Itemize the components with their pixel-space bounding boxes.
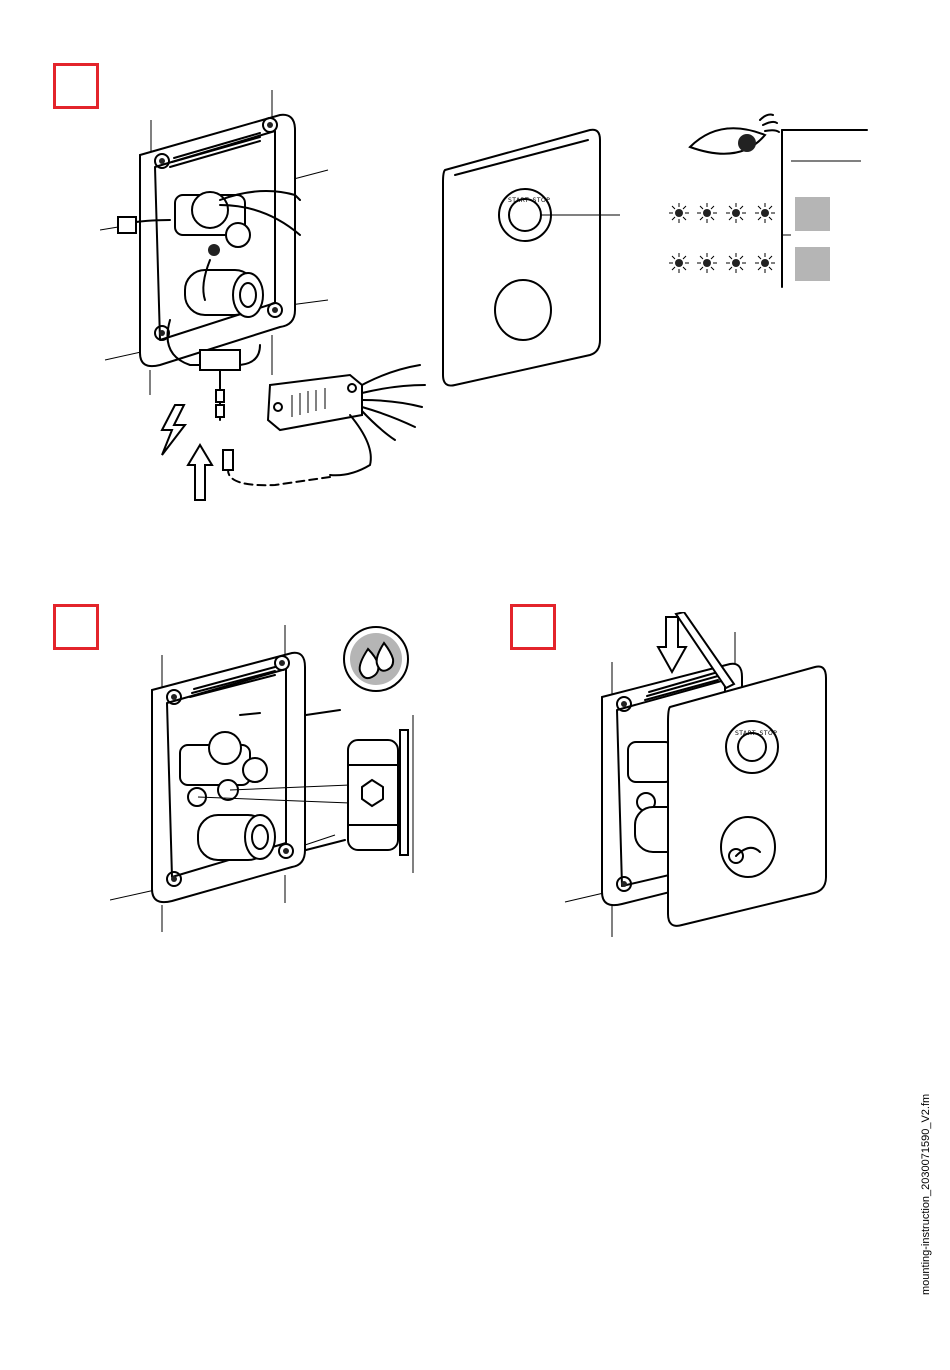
led-flash-icon bbox=[726, 203, 746, 223]
led-flash-icon bbox=[755, 253, 775, 273]
step-2-flush-illustration bbox=[110, 625, 430, 935]
plate-button-label-2: START–STOP bbox=[735, 730, 777, 737]
eye-icon bbox=[690, 115, 779, 154]
plate-button-label: START–STOP bbox=[508, 197, 550, 204]
step-1-wiring-illustration bbox=[100, 85, 450, 515]
cover-plate-illustration: START–STOP bbox=[435, 120, 635, 395]
led-state-box bbox=[795, 247, 830, 281]
footer-filename: mounting-instruction_20300715​90_V2.fm bbox=[920, 1094, 932, 1295]
up-arrow-icon bbox=[188, 445, 212, 500]
led-flash-icon bbox=[697, 253, 717, 273]
step-2-box bbox=[53, 604, 99, 650]
led-flash-icon bbox=[669, 253, 689, 273]
led-flash-icon bbox=[669, 203, 689, 223]
step-3-cover-plate-illustration: START–STOP bbox=[560, 612, 840, 942]
led-state-box bbox=[795, 197, 830, 231]
step-3-box bbox=[510, 604, 556, 650]
water-drops-icon bbox=[344, 627, 408, 691]
led-flash-icon bbox=[755, 203, 775, 223]
led-flash-icon bbox=[697, 203, 717, 223]
step-1-box bbox=[53, 63, 99, 109]
lightning-bolt-icon bbox=[162, 405, 185, 455]
led-status-legend bbox=[655, 105, 875, 295]
led-flash-icon bbox=[726, 253, 746, 273]
down-arrow-icon bbox=[658, 617, 686, 672]
